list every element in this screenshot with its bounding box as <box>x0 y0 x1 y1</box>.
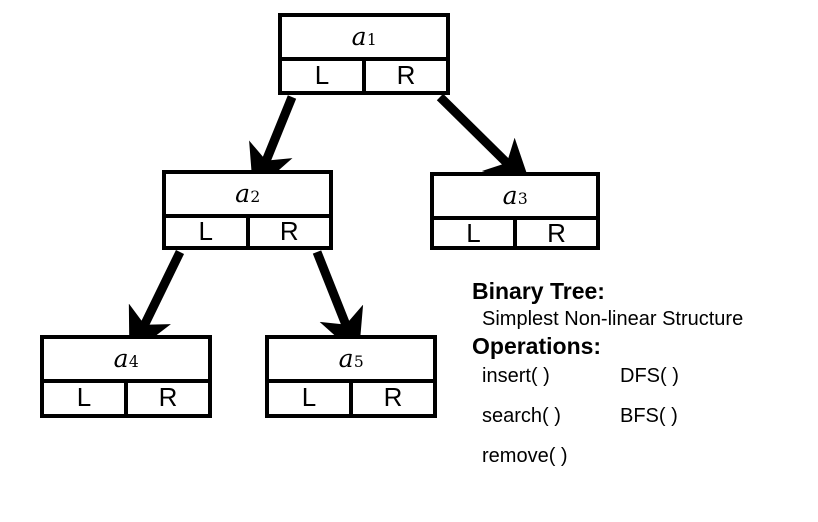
node-a1-left-pointer[interactable]: L <box>282 61 366 91</box>
edge-a2-left-to-a4 <box>128 250 185 356</box>
node-a4-key-base: a <box>113 343 129 373</box>
node-a4-left-pointer[interactable]: L <box>44 383 128 414</box>
node-a4-right-pointer[interactable]: R <box>158 382 178 412</box>
operation-bfs: BFS( ) <box>620 405 678 428</box>
node-a5-children: L R <box>269 383 433 414</box>
node-a5-key-base: a <box>338 343 354 373</box>
info-panel: Binary Tree: Simplest Non-linear Structu… <box>472 278 812 466</box>
node-a3-right-pointer[interactable]: R <box>547 218 566 248</box>
operations-row: search( ) BFS( ) <box>482 406 679 446</box>
node-a4-key-subscript: 4 <box>128 353 139 372</box>
operation-insert: insert( ) <box>482 365 550 388</box>
binary-tree-heading: Binary Tree: <box>472 278 605 304</box>
edge-a1-right-to-a3 <box>436 93 532 188</box>
operations-table: insert( ) DFS( ) search( ) BFS( ) remove… <box>482 366 679 466</box>
node-a1-key-subscript: 1 <box>366 31 377 50</box>
node-a3-key-base: a <box>502 180 518 210</box>
node-a5-left-pointer[interactable]: L <box>269 383 353 414</box>
edge-a1-left-to-a2 <box>249 95 297 193</box>
edge-a2-right-to-a5 <box>312 250 364 357</box>
node-a1-key-base: a <box>351 21 367 51</box>
node-a4-children: L R <box>44 383 208 414</box>
node-a3-left-pointer[interactable]: L <box>434 220 517 249</box>
operation-dfs: DFS( ) <box>620 365 679 388</box>
operation-empty <box>620 446 679 466</box>
node-a1-children: L R <box>282 61 446 91</box>
node-a3-key-subscript: 3 <box>517 190 528 209</box>
node-a3-children: L R <box>434 220 596 249</box>
node-a2-left-pointer[interactable]: L <box>166 218 250 247</box>
node-a5-right-pointer[interactable]: R <box>383 382 403 412</box>
node-a2-children: L R <box>166 218 329 247</box>
operations-heading: Operations: <box>472 333 602 360</box>
operations-row: insert( ) DFS( ) <box>482 366 679 406</box>
node-a5-key-subscript: 5 <box>353 353 364 372</box>
operations-row: remove( ) <box>482 446 679 466</box>
node-a2-key-subscript: 2 <box>250 188 261 207</box>
node-a2-right-pointer[interactable]: R <box>279 216 299 246</box>
binary-tree-subtitle: Simplest Non-linear Structure <box>482 308 744 331</box>
node-a2-key-base: a <box>235 178 251 208</box>
operation-search: search( ) <box>482 405 561 428</box>
operation-remove: remove( ) <box>482 445 568 468</box>
node-a1-right-pointer[interactable]: R <box>396 59 416 90</box>
